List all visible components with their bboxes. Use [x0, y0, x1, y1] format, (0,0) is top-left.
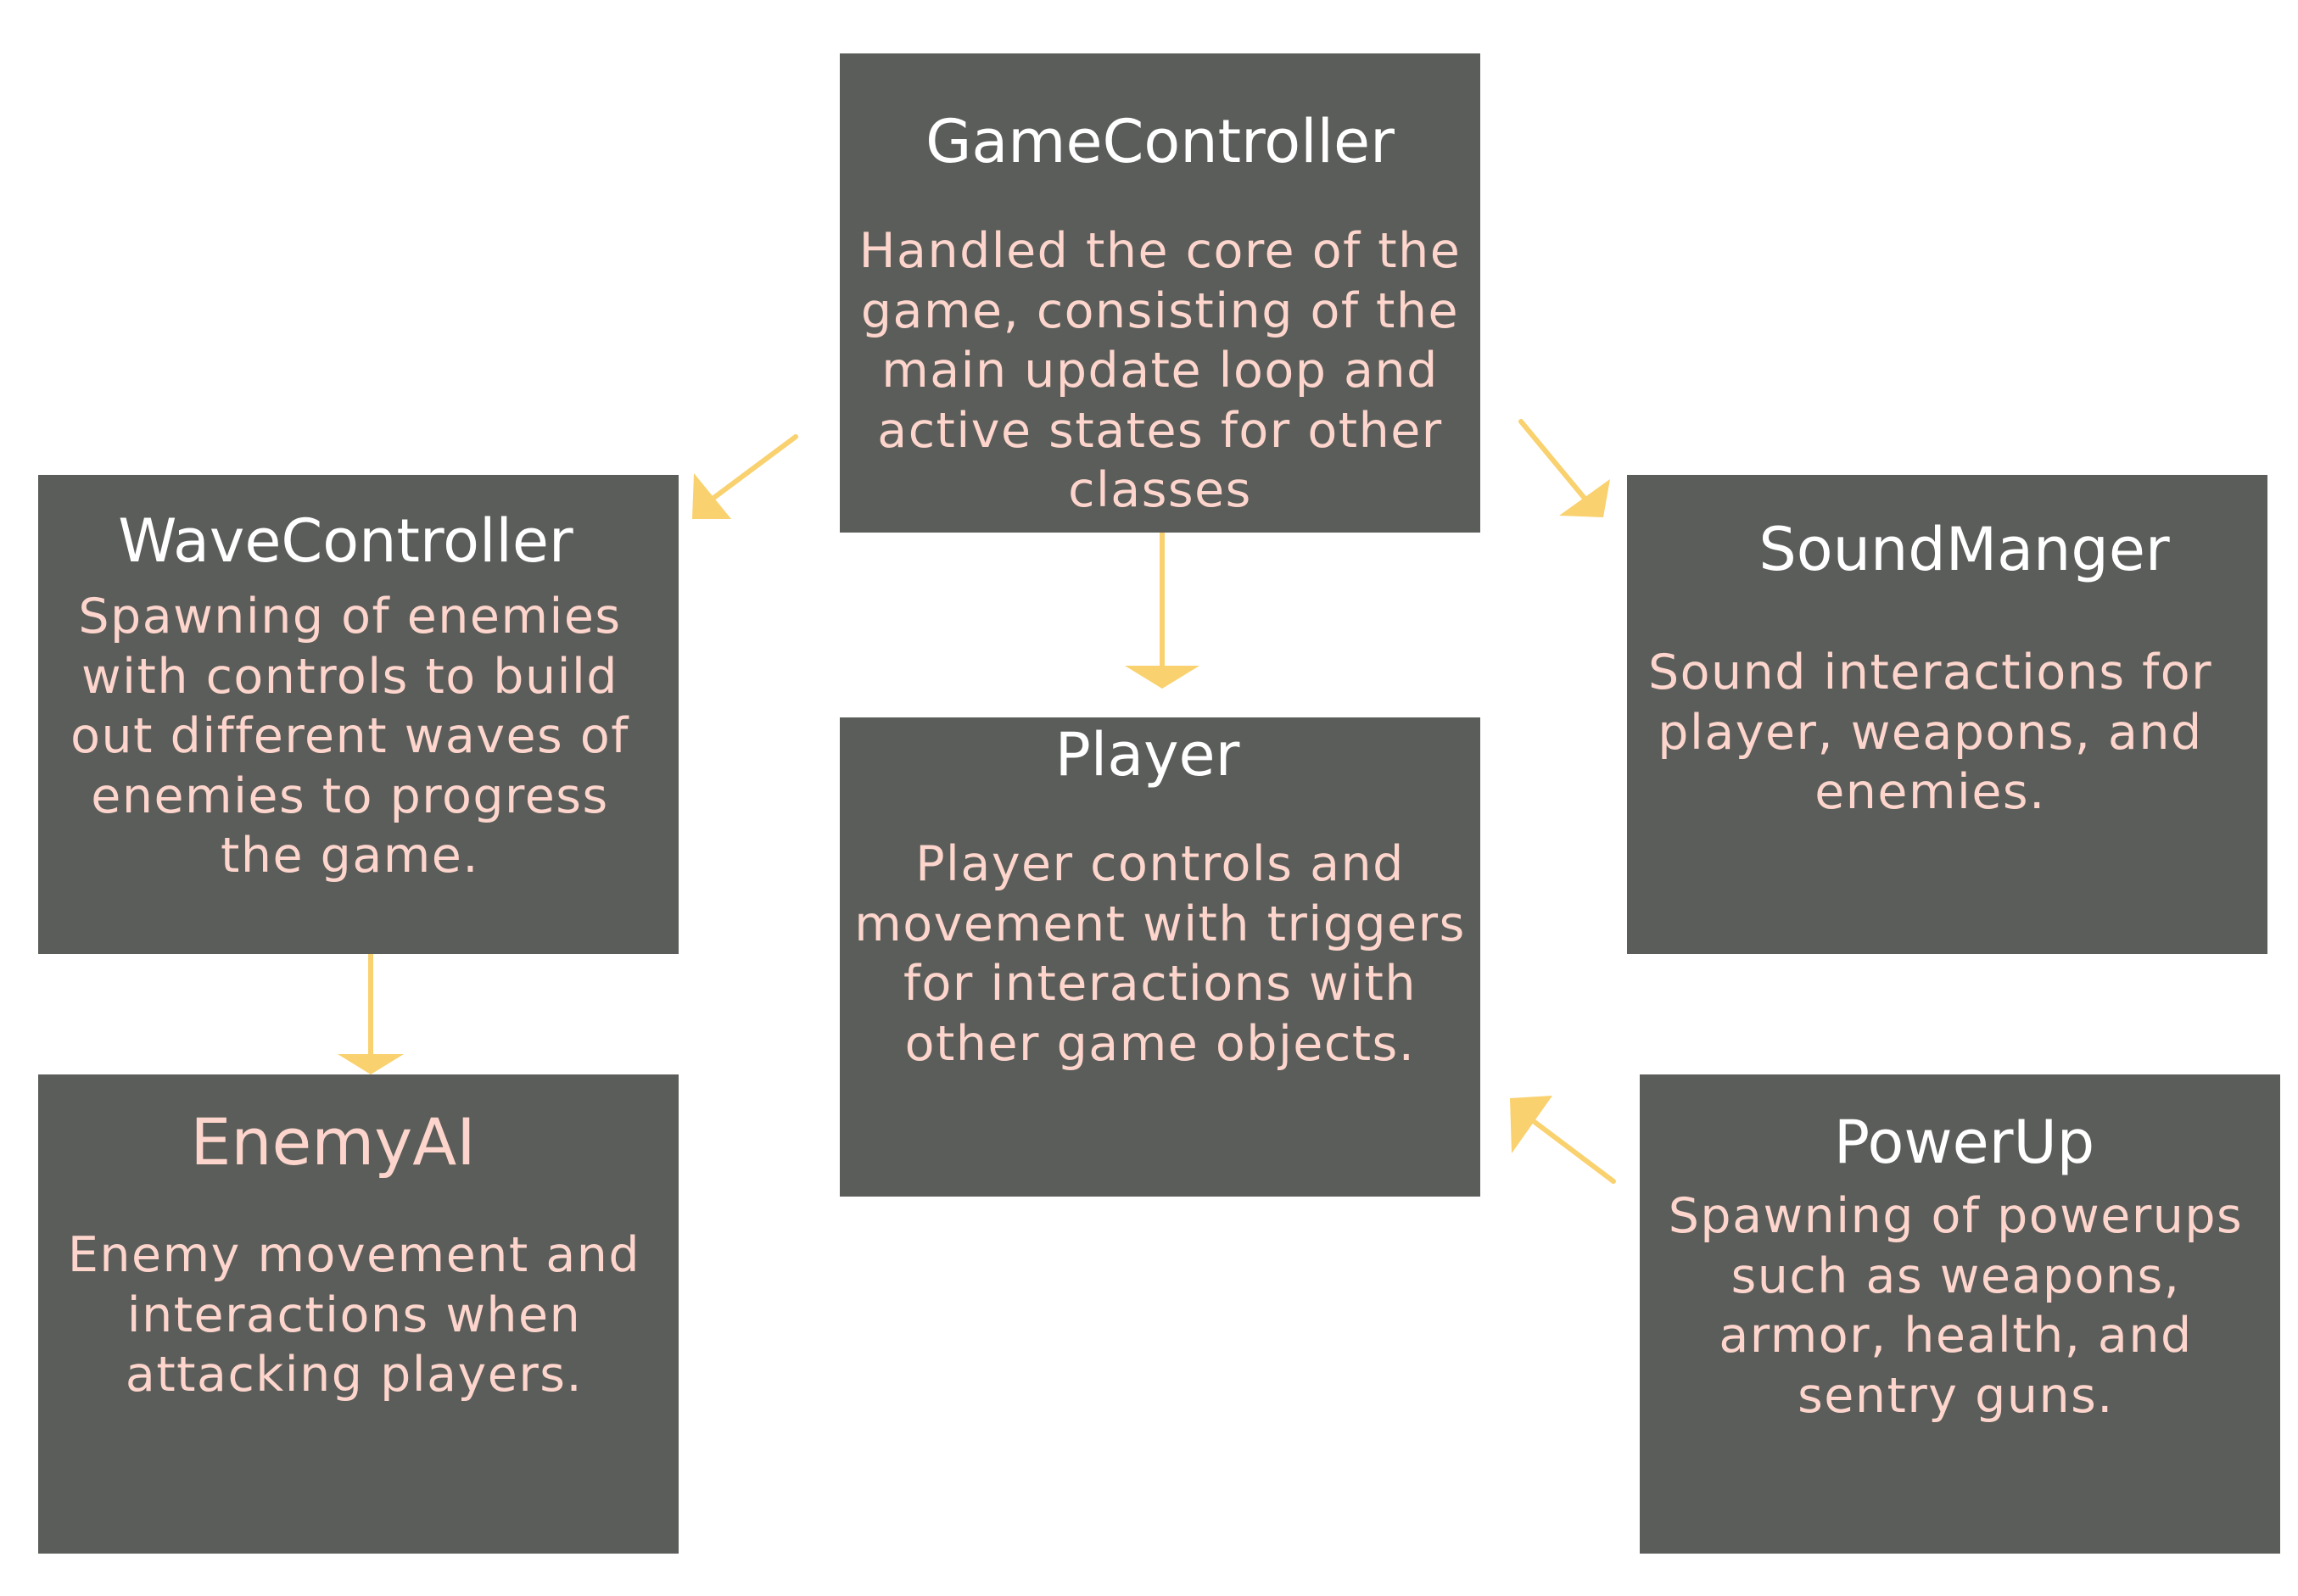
wave-controller-title: WaveController: [118, 506, 573, 576]
enemy-ai-description: Enemy movement and interactions when att…: [67, 1227, 641, 1403]
wave-controller-box: WaveController Spawning of enemies with …: [38, 475, 679, 954]
wave-controller-description: Spawning of enemies with controls to bui…: [70, 589, 629, 884]
power-up-title: PowerUp: [1833, 1108, 2095, 1177]
arrow-game-to-sound: [1518, 419, 1589, 503]
power-up-box: PowerUp Spawning of powerups such as wea…: [1640, 1074, 2280, 1554]
game-controller-title: GameController: [925, 107, 1395, 176]
player-title: Player: [1054, 720, 1240, 790]
arrowhead-power: [1510, 1096, 1552, 1153]
sound-manager-box: SoundManger Sound interactions for playe…: [1627, 475, 2267, 954]
enemy-ai-box: EnemyAI Enemy movement and interactions …: [38, 1074, 679, 1554]
power-up-description: Spawning of powerups such as weapons, ar…: [1668, 1188, 2244, 1424]
arrowhead-sound: [1559, 479, 1610, 517]
enemy-ai-title: EnemyAI: [190, 1104, 476, 1180]
arrowhead-enemy: [338, 1054, 404, 1074]
arrow-game-to-wave: [700, 434, 798, 509]
game-controller-box: GameController Handled the core of the g…: [840, 53, 1480, 533]
arrowhead-player: [1125, 666, 1199, 689]
arrow-power-to-player: [1529, 1117, 1616, 1184]
arrowhead-wave: [692, 473, 731, 519]
game-controller-description: Handled the core of the game, consisting…: [858, 223, 1462, 518]
player-box: Player Player controls and movement with…: [840, 717, 1480, 1197]
sound-manager-title: SoundManger: [1758, 515, 2170, 584]
sound-manager-description: Sound interactions for player, weapons, …: [1647, 645, 2213, 820]
player-description: Player controls and movement with trigge…: [854, 836, 1466, 1072]
